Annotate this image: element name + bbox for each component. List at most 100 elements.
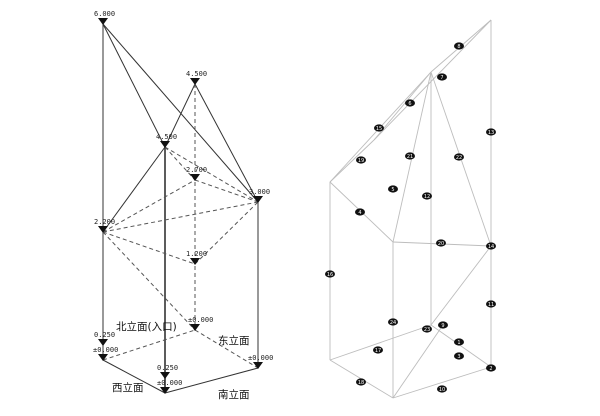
panel-badge: 22 <box>454 153 464 161</box>
hidden-edge <box>194 329 259 369</box>
north-facade-label: 北立面(入口) <box>116 320 177 333</box>
hidden-edge <box>164 146 259 203</box>
west-facade-label: 西立面 <box>112 381 144 394</box>
hidden-edge <box>194 201 259 265</box>
panel-number: 5 <box>391 187 394 193</box>
panel-badges: 8 7 6 15 13 21 22 19 5 12 4 20 14 16 11 … <box>325 42 496 393</box>
panel-badge: 1 <box>454 338 464 346</box>
edge <box>164 83 196 148</box>
elevation-label: ±0.000 <box>93 346 118 354</box>
elevation-label: 2.700 <box>186 166 207 174</box>
panel-number: 21 <box>407 154 413 160</box>
panel-badge: 17 <box>373 346 383 354</box>
panel-number: 4 <box>358 210 361 216</box>
hidden-edge <box>102 179 196 233</box>
panel-badge: 20 <box>436 239 446 247</box>
elevation-label: 1.200 <box>186 250 207 258</box>
hidden-edge <box>102 231 196 331</box>
edge <box>164 367 259 394</box>
edge <box>430 324 492 368</box>
edge <box>392 366 492 399</box>
hidden-edge <box>102 231 196 265</box>
panel-number: 1 <box>457 340 460 346</box>
panel-number: 15 <box>376 126 382 132</box>
elevation-label: 4.500 <box>186 70 207 78</box>
panel-badge: 11 <box>486 300 496 308</box>
panel-badge: 5 <box>388 185 398 193</box>
panel-badge: 19 <box>356 156 366 164</box>
east-facade-label: 东立面 <box>218 334 250 347</box>
panel-number: 20 <box>438 241 444 247</box>
elevation-marker-icon <box>253 196 263 203</box>
south-facade-label: 南立面 <box>218 388 250 401</box>
elevation-marker-icon <box>253 362 263 369</box>
panel-number: 8 <box>457 44 460 50</box>
elevation-marker-icon <box>190 324 200 331</box>
elevation-label: ±0.000 <box>157 379 182 387</box>
panel-badge: 23 <box>422 325 432 333</box>
panel-badge: 10 <box>437 385 447 393</box>
edge <box>329 324 432 361</box>
panel-badge: 4 <box>355 208 365 216</box>
edge <box>194 83 259 203</box>
panel-badge: 3 <box>454 352 464 360</box>
elevation-marker-icon <box>98 18 108 25</box>
elevation-label: ±0.000 <box>248 354 273 362</box>
panel-number: 18 <box>358 380 364 386</box>
panel-badge: 8 <box>454 42 464 50</box>
edge <box>373 19 492 141</box>
panel-number: 9 <box>441 323 444 329</box>
elevation-label: 4.500 <box>156 133 177 141</box>
panel-number: 3 <box>457 354 460 360</box>
elevation-marker-icon <box>190 174 200 181</box>
elevation-label: 6.000 <box>94 10 115 18</box>
elevation-marker-icon <box>98 339 108 346</box>
edge <box>102 146 166 233</box>
panel-number: 22 <box>456 155 462 161</box>
elevation-marker-icon <box>160 141 170 148</box>
panel-number: 23 <box>424 327 430 333</box>
elevation-label: ±0.000 <box>188 316 213 324</box>
hidden-edge <box>164 146 196 181</box>
panel-badge: 7 <box>437 73 447 81</box>
panel-badge: 12 <box>422 192 432 200</box>
panel-badge: 21 <box>405 152 415 160</box>
elevation-label: 2.200 <box>94 218 115 226</box>
elevation-marker-icon <box>160 387 170 394</box>
panel-number: 10 <box>439 387 445 393</box>
edge <box>102 23 259 203</box>
panel-badge: 18 <box>356 378 366 386</box>
panel-wireframe <box>329 19 492 399</box>
elevation-label: 3.000 <box>249 188 270 196</box>
edge <box>329 139 375 183</box>
edge <box>430 245 492 326</box>
elevation-marker-icon <box>190 78 200 85</box>
panel-badge: 24 <box>388 318 398 326</box>
edge <box>102 23 166 148</box>
elevation-labels: 6.000 4.500 4.500 2.700 3.000 2.200 1.20… <box>93 10 273 387</box>
hidden-edge <box>102 329 196 361</box>
panel-badge: 2 <box>486 364 496 372</box>
hidden-edge <box>102 201 259 233</box>
edge <box>102 359 166 394</box>
panel-badge: 13 <box>486 128 496 136</box>
panel-number: 6 <box>408 101 411 107</box>
panel-badge: 14 <box>486 242 496 250</box>
panel-badge: 15 <box>374 124 384 132</box>
panel-number: 17 <box>375 348 381 354</box>
panel-number: 14 <box>488 244 494 250</box>
panel-number: 12 <box>424 194 430 200</box>
panel-number: 7 <box>440 75 443 81</box>
panel-badge: 16 <box>325 270 335 278</box>
panel-number: 11 <box>488 302 494 308</box>
facade-labels: 北立面(入口) 东立面 西立面 南立面 <box>112 320 250 401</box>
panel-badge: 9 <box>438 321 448 329</box>
elevation-marker-icon <box>160 372 170 379</box>
elevation-markers <box>98 18 263 394</box>
elevation-marker-icon <box>190 258 200 265</box>
edge <box>392 324 444 399</box>
panel-number: 16 <box>327 272 333 278</box>
panel-number: 2 <box>489 366 492 372</box>
panel-badge: 6 <box>405 99 415 107</box>
